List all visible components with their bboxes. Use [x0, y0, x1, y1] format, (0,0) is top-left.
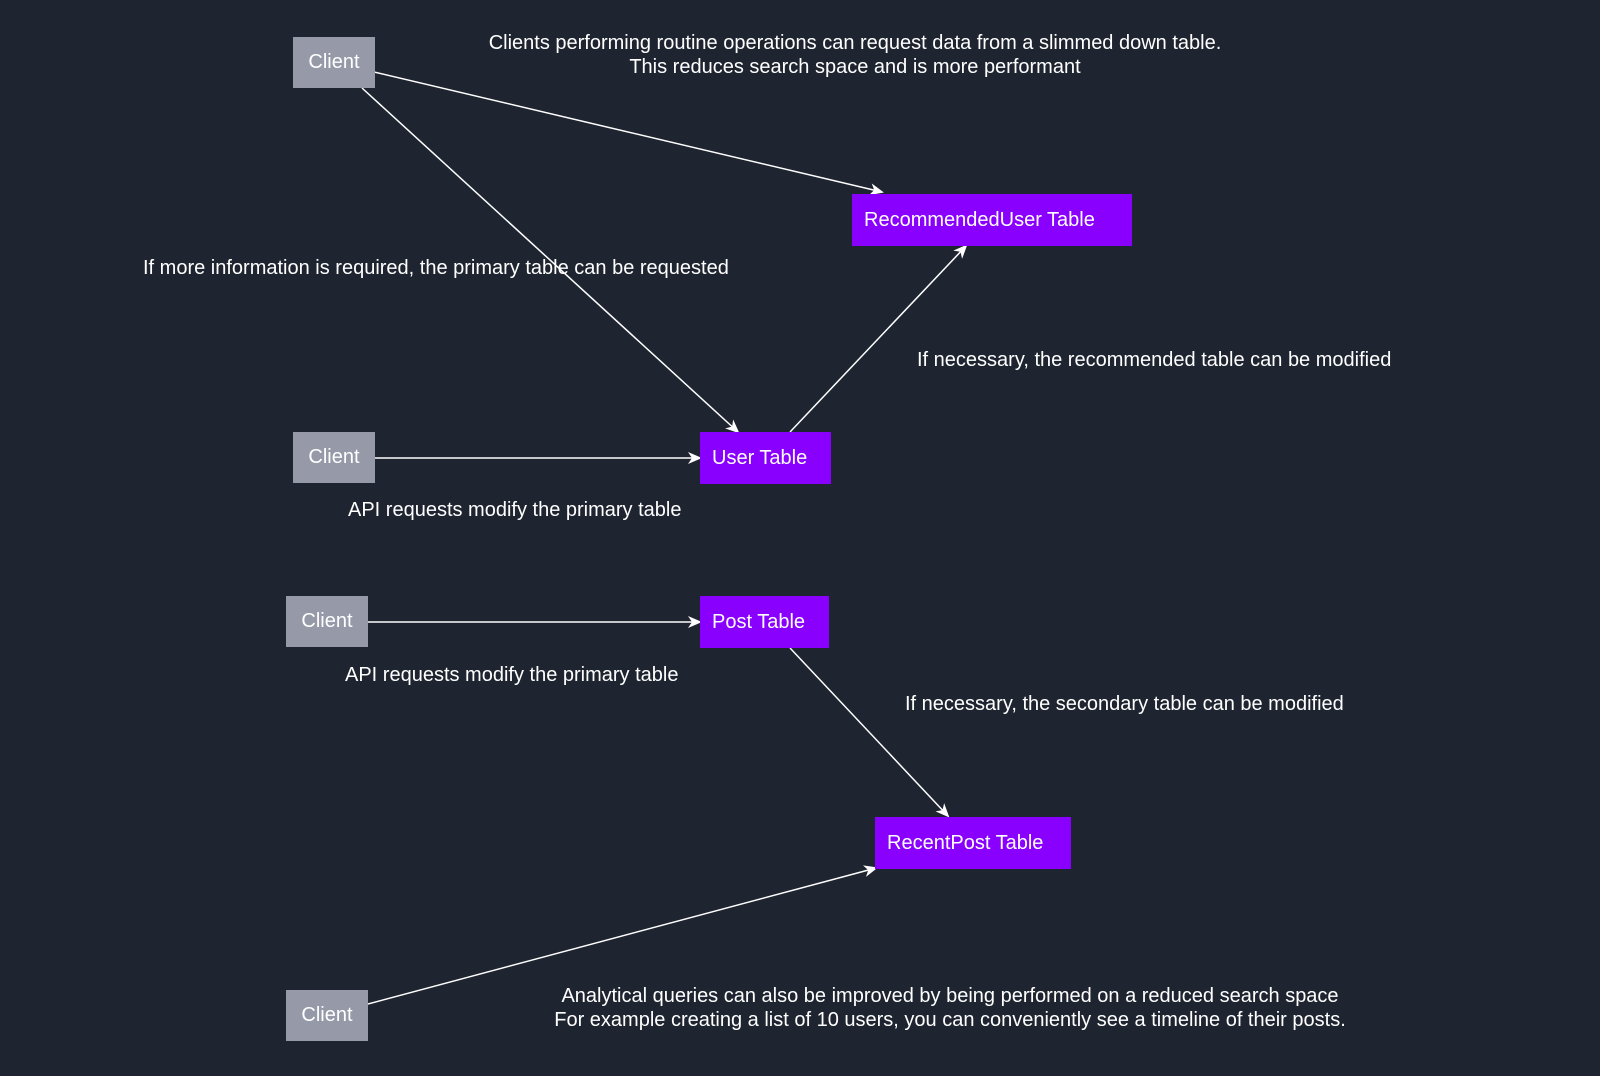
edge-client4-to-recent-post-table	[367, 865, 878, 1005]
slimmed-table-note: Clients performing routine operations ca…	[440, 31, 1270, 79]
edge-client1-to-recommended-user-table	[373, 71, 884, 196]
recommended-user-table-node[interactable]: RecommendedUser Table	[852, 194, 1132, 246]
recent-post-table-label: RecentPost Table	[887, 831, 1044, 854]
user-api-requests-text: API requests modify the primary table	[348, 499, 682, 521]
post-table-label: Post Table	[712, 610, 806, 633]
primary-table-request-note: If more information is required, the pri…	[143, 256, 729, 280]
client-node-3-label: Client	[301, 610, 353, 632]
user-table-label: User Table	[712, 446, 808, 469]
client-node-3[interactable]: Client	[286, 596, 368, 647]
analytical-queries-line2: For example creating a list of 10 users,…	[554, 1009, 1346, 1031]
post-api-requests-note: API requests modify the primary table	[345, 663, 678, 687]
edge-post-table-to-recent-post-table	[789, 647, 950, 818]
edge-client1-to-user-table	[361, 87, 740, 434]
secondary-modified-note: If necessary, the secondary table can be…	[905, 692, 1344, 716]
secondary-modified-text: If necessary, the secondary table can be…	[905, 693, 1344, 715]
post-table-node[interactable]: Post Table	[700, 596, 829, 648]
recent-post-table-node[interactable]: RecentPost Table	[875, 817, 1071, 869]
recommended-modified-note: If necessary, the recommended table can …	[917, 348, 1391, 372]
post-api-requests-text: API requests modify the primary table	[345, 664, 679, 686]
client-node-4[interactable]: Client	[286, 990, 368, 1041]
client-node-1[interactable]: Client	[293, 37, 375, 88]
edge-user-table-to-recommended-user-table	[789, 244, 968, 433]
analytical-queries-note: Analytical queries can also be improved …	[520, 984, 1380, 1032]
recommended-user-table-label: RecommendedUser Table	[864, 208, 1095, 231]
user-api-requests-note: API requests modify the primary table	[348, 498, 681, 522]
analytical-queries-line1: Analytical queries can also be improved …	[561, 985, 1339, 1007]
client-node-2[interactable]: Client	[293, 432, 375, 483]
slimmed-table-note-line2: This reduces search space and is more pe…	[629, 56, 1081, 78]
slimmed-table-note-line1: Clients performing routine operations ca…	[488, 32, 1222, 54]
user-table-node[interactable]: User Table	[700, 432, 831, 484]
client-node-4-label: Client	[301, 1004, 353, 1026]
client-node-1-label: Client	[308, 51, 360, 73]
recommended-modified-text: If necessary, the recommended table can …	[917, 349, 1392, 371]
client-node-2-label: Client	[308, 446, 360, 468]
primary-table-request-text: If more information is required, the pri…	[143, 257, 729, 279]
